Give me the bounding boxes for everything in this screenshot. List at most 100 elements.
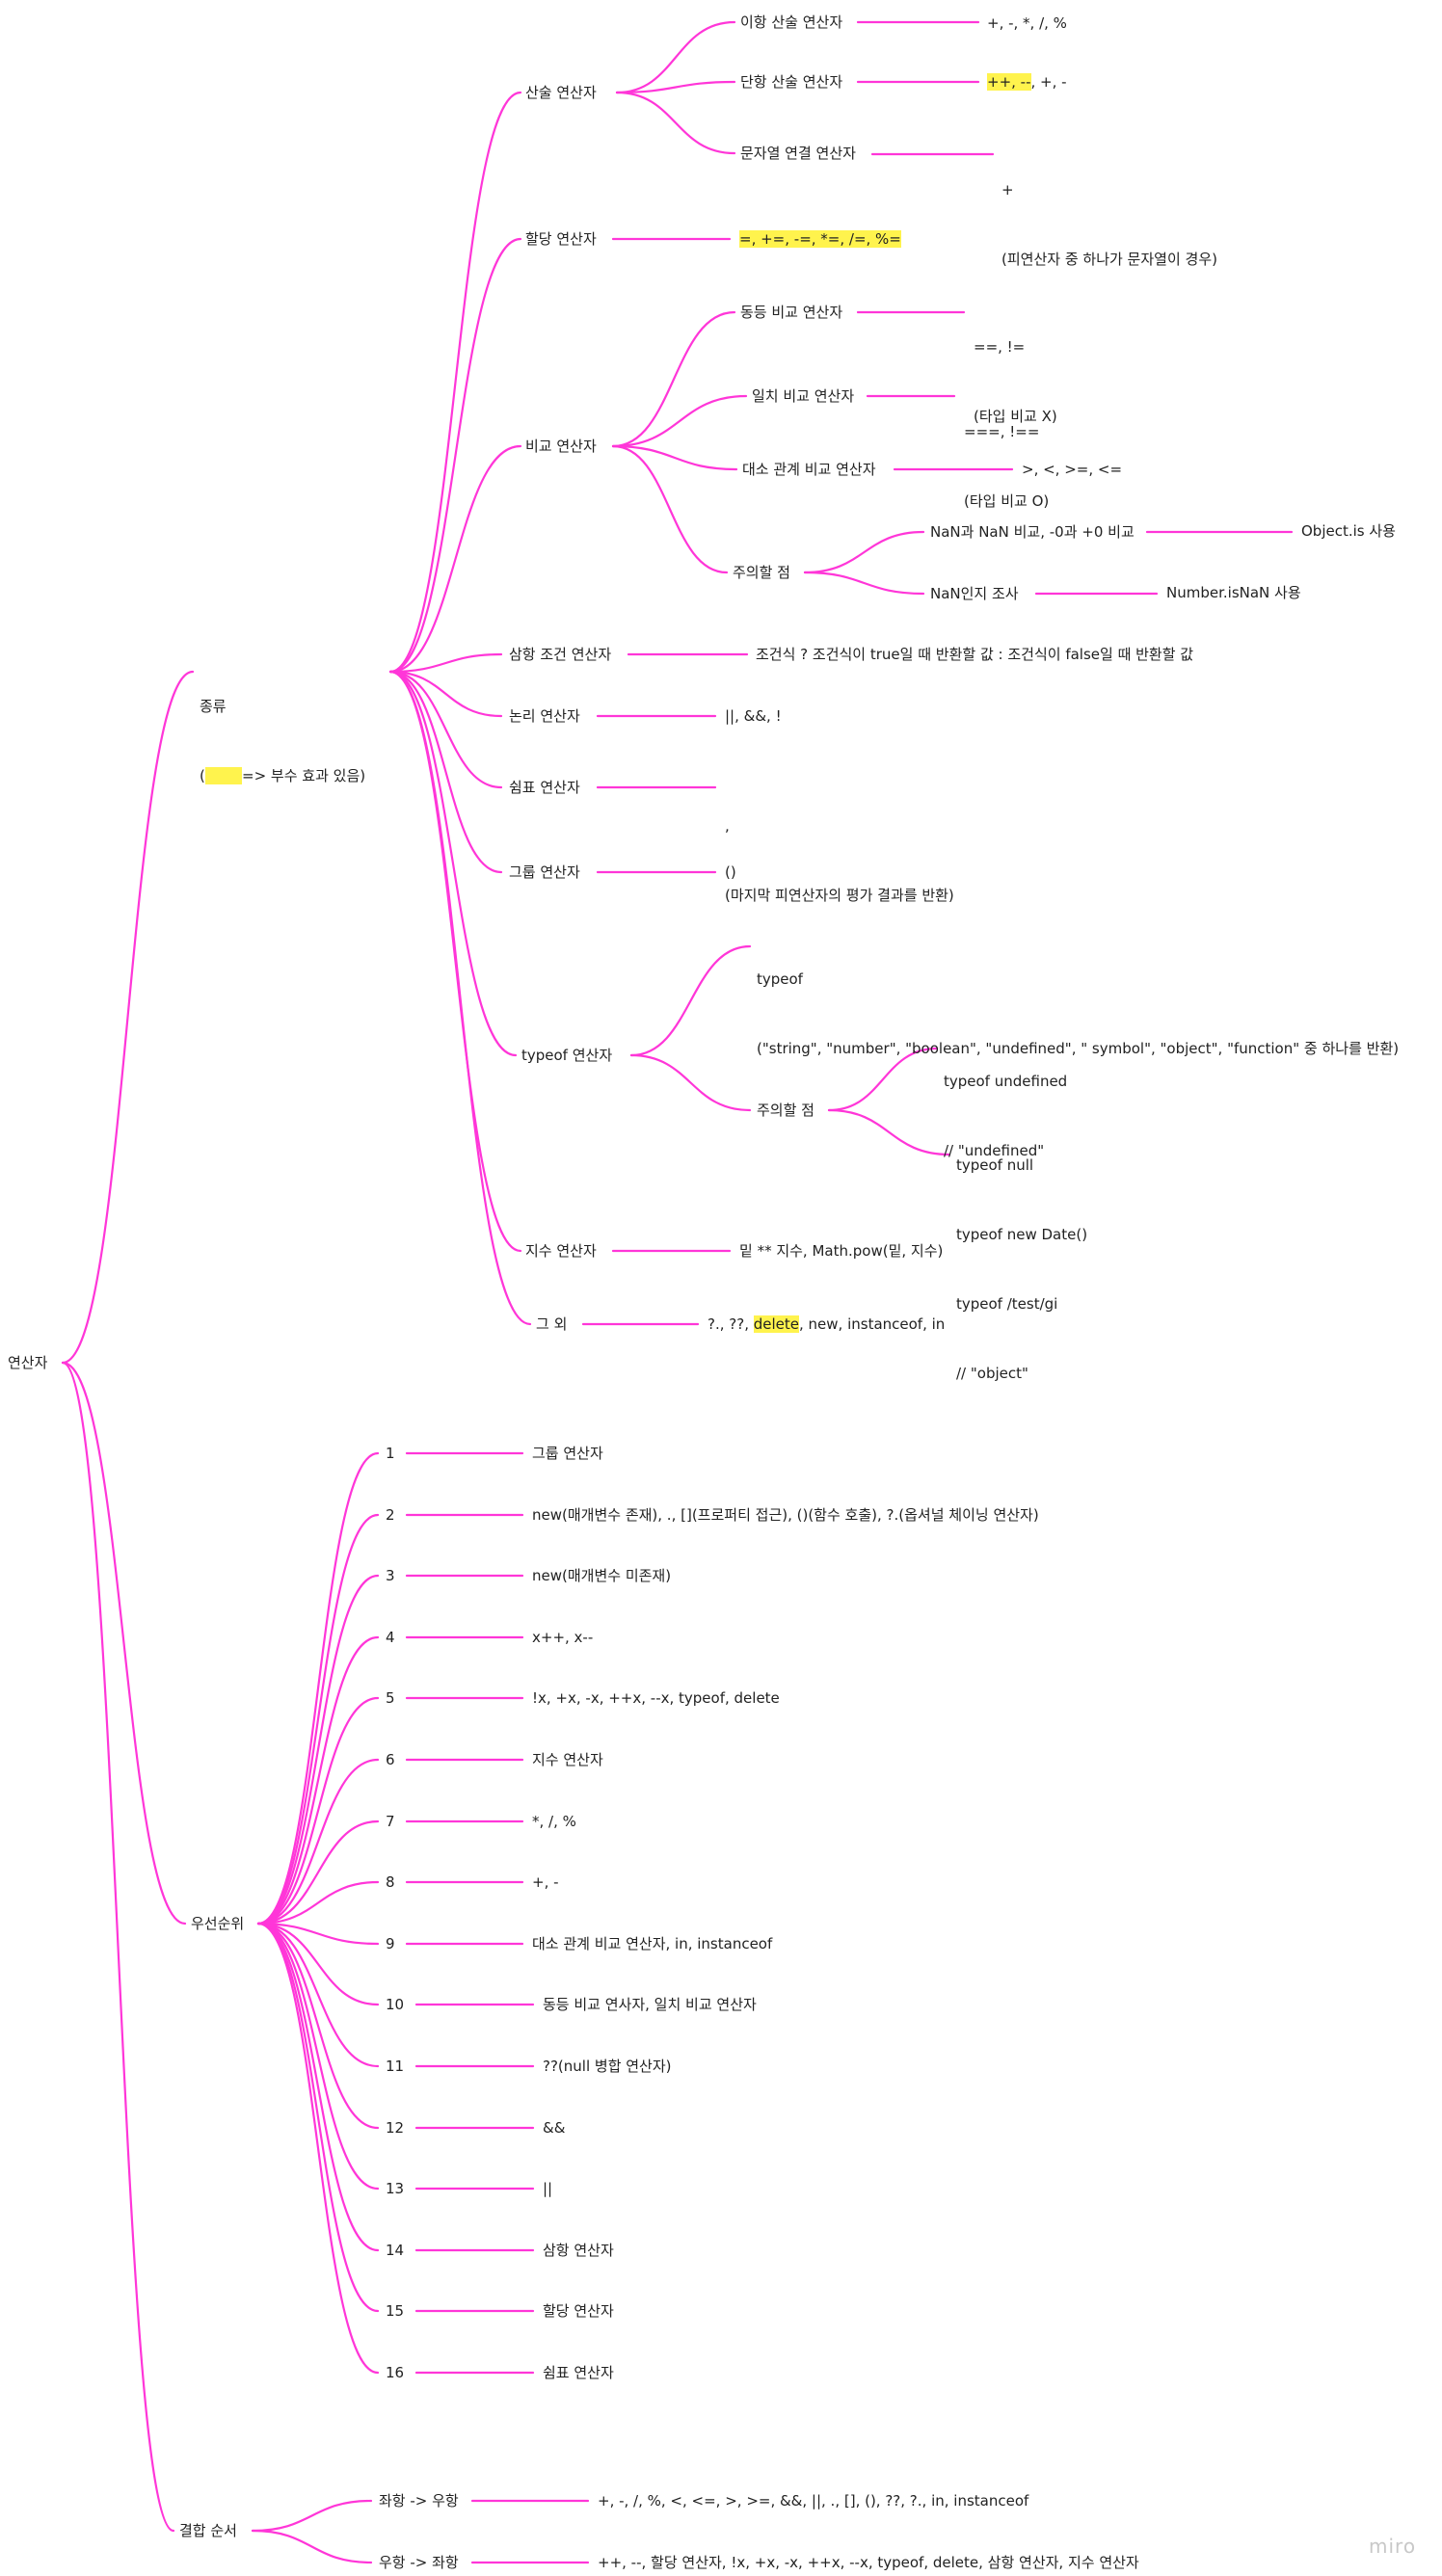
arith-unary-value[interactable]: ++, --, +, - — [987, 73, 1067, 91]
precedence-rank[interactable]: 16 — [386, 2364, 405, 2381]
precedence-value[interactable]: 동등 비교 연사자, 일치 비교 연산자 — [543, 1996, 757, 2013]
edge-types-cat — [388, 652, 503, 674]
precedence-value[interactable]: 쉼표 연산자 — [543, 2364, 614, 2381]
precedence-value[interactable]: 할당 연산자 — [543, 2302, 614, 2320]
compare-relational-label[interactable]: 대소 관계 비교 연산자 — [742, 461, 876, 478]
edge-arith — [615, 20, 736, 94]
assoc-ltr-value[interactable]: +, -, /, %, <, <=, >, >=, &&, ||, ., [],… — [598, 2492, 1029, 2510]
edge-types-cat — [388, 237, 522, 674]
branch-associativity[interactable]: 결합 순서 — [179, 2522, 237, 2539]
edge-compare — [611, 310, 736, 448]
precedence-value[interactable]: || — [543, 2180, 553, 2197]
edge-compare — [611, 394, 748, 448]
precedence-rank[interactable]: 7 — [386, 1813, 395, 1830]
compare-relational-value[interactable]: >, <, >=, <= — [1022, 461, 1123, 478]
precedence-rank[interactable]: 12 — [386, 2119, 405, 2137]
compare-isnan-value[interactable]: Number.isNaN 사용 — [1166, 584, 1301, 601]
arith-binary-label[interactable]: 이항 산술 연산자 — [740, 13, 843, 31]
etc-value[interactable]: ?., ??, delete, new, instanceof, in — [708, 1315, 946, 1333]
edge-arith — [615, 91, 736, 155]
exponent-value[interactable]: 밑 ** 지수, Math.pow(밑, 지수) — [739, 1242, 944, 1260]
edge-caution — [803, 530, 925, 574]
arith-concat-label[interactable]: 문자열 연결 연산자 — [740, 145, 856, 162]
arith-unary-label[interactable]: 단항 산술 연산자 — [740, 73, 843, 91]
branch-types[interactable]: 종류 ( => 부수 효과 있음) — [200, 649, 365, 810]
edge-typeof-caution — [827, 1108, 951, 1156]
branch-types-title: 종류 — [200, 698, 227, 715]
precedence-value[interactable]: x++, x-- — [532, 1629, 594, 1646]
precedence-rank[interactable]: 1 — [386, 1445, 395, 1462]
precedence-rank[interactable]: 10 — [386, 1996, 405, 2013]
edge-types-cat — [388, 444, 522, 674]
precedence-rank[interactable]: 13 — [386, 2180, 405, 2197]
precedence-value[interactable]: ??(null 병합 연산자) — [543, 2058, 672, 2075]
precedence-rank[interactable]: 2 — [386, 1506, 395, 1524]
compare-equal-value[interactable]: ==, != (타입 비교 X) — [974, 338, 1057, 425]
ternary-title[interactable]: 삼항 조건 연산자 — [509, 646, 612, 663]
compare-title[interactable]: 비교 연산자 — [525, 438, 597, 455]
precedence-value[interactable]: new(매개변수 미존재) — [532, 1567, 672, 1584]
assoc-rtl-value[interactable]: ++, --, 할당 연산자, !x, +x, -x, ++x, --x, ty… — [598, 2554, 1139, 2571]
compare-nan-zero-value[interactable]: Object.is 사용 — [1301, 522, 1396, 540]
precedence-value[interactable]: 대소 관계 비교 연산자, in, instanceof — [532, 1935, 773, 1952]
group-title[interactable]: 그룹 연산자 — [509, 863, 580, 881]
typeof-undefined-note[interactable]: typeof undefined // "undefined" — [944, 1073, 1068, 1159]
assign-title[interactable]: 할당 연산자 — [525, 230, 597, 248]
compare-equal-label[interactable]: 동등 비교 연산자 — [740, 304, 843, 321]
exponent-title[interactable]: 지수 연산자 — [525, 1242, 597, 1260]
typeof-desc[interactable]: typeof ("string", "number", "boolean", "… — [757, 970, 1400, 1057]
precedence-value[interactable]: 삼항 연산자 — [543, 2242, 614, 2259]
edge-precedence — [256, 1696, 380, 1925]
arith-binary-value[interactable]: +, -, *, /, % — [987, 14, 1067, 32]
etc-title[interactable]: 그 외 — [536, 1315, 568, 1333]
edge-precedence — [256, 1451, 380, 1925]
compare-strict-label[interactable]: 일치 비교 연산자 — [752, 387, 855, 405]
precedence-rank[interactable]: 11 — [386, 2058, 405, 2075]
precedence-value[interactable]: !x, +x, -x, ++x, --x, typeof, delete — [532, 1689, 780, 1707]
precedence-value[interactable]: 지수 연산자 — [532, 1751, 603, 1768]
precedence-rank[interactable]: 8 — [386, 1873, 395, 1891]
edge-types-cat — [388, 670, 518, 1057]
group-value[interactable]: () — [725, 863, 736, 881]
branch-precedence[interactable]: 우선순위 — [191, 1915, 245, 1932]
edge-types-cat — [388, 91, 522, 674]
compare-strict-value[interactable]: ===, !== (타입 비교 O) — [964, 423, 1050, 510]
comma-title[interactable]: 쉼표 연산자 — [509, 779, 580, 796]
comma-value[interactable]: , (마지막 피연산자의 평가 결과를 반환) — [725, 817, 954, 904]
edge-precedence — [256, 1922, 380, 2313]
ternary-value[interactable]: 조건식 ? 조건식이 true일 때 반환할 값 : 조건식이 false일 때… — [756, 646, 1194, 663]
precedence-value[interactable]: new(매개변수 존재), ., [](프로퍼티 접근), ()(함수 호출),… — [532, 1506, 1039, 1524]
precedence-rank[interactable]: 6 — [386, 1751, 395, 1768]
compare-isnan-label[interactable]: NaN인지 조사 — [930, 585, 1019, 602]
edge-root-assoc — [61, 1361, 175, 2533]
logical-title[interactable]: 논리 연산자 — [509, 707, 580, 725]
root-node[interactable]: 연산자 — [8, 1354, 48, 1371]
assoc-rtl-label[interactable]: 우항 -> 좌항 — [379, 2554, 459, 2571]
edge-caution — [803, 571, 925, 596]
precedence-rank[interactable]: 9 — [386, 1935, 395, 1952]
precedence-rank[interactable]: 5 — [386, 1689, 395, 1707]
edge-precedence — [256, 1574, 380, 1925]
arith-title[interactable]: 산술 연산자 — [525, 84, 597, 101]
precedence-value[interactable]: 그룹 연산자 — [532, 1445, 603, 1462]
compare-caution-label[interactable]: 주의할 점 — [733, 564, 790, 581]
precedence-rank[interactable]: 14 — [386, 2242, 405, 2259]
edge-precedence — [256, 1922, 380, 2375]
assoc-ltr-label[interactable]: 좌항 -> 우항 — [379, 2492, 459, 2510]
assign-value[interactable]: =, +=, -=, *=, /=, %= — [739, 230, 901, 248]
edge-assoc — [251, 2529, 373, 2564]
precedence-rank[interactable]: 4 — [386, 1629, 395, 1646]
typeof-null-note[interactable]: typeof null typeof new Date() typeof /te… — [956, 1156, 1088, 1382]
arith-concat-value[interactable]: + (피연산자 중 하나가 문자열이 경우) — [1001, 181, 1217, 268]
precedence-value[interactable]: +, - — [532, 1873, 559, 1891]
edge-root-precedence — [61, 1361, 187, 1925]
precedence-value[interactable]: *, /, % — [532, 1813, 576, 1830]
precedence-value[interactable]: && — [543, 2119, 566, 2137]
edge-compare — [611, 444, 738, 471]
logical-value[interactable]: ||, &&, ! — [725, 707, 782, 725]
precedence-rank[interactable]: 3 — [386, 1567, 395, 1584]
typeof-caution-label[interactable]: 주의할 점 — [757, 1102, 814, 1119]
compare-nan-zero-label[interactable]: NaN과 NaN 비교, -0과 +0 비교 — [930, 523, 1135, 541]
typeof-title[interactable]: typeof 연산자 — [521, 1047, 613, 1064]
precedence-rank[interactable]: 15 — [386, 2302, 405, 2320]
